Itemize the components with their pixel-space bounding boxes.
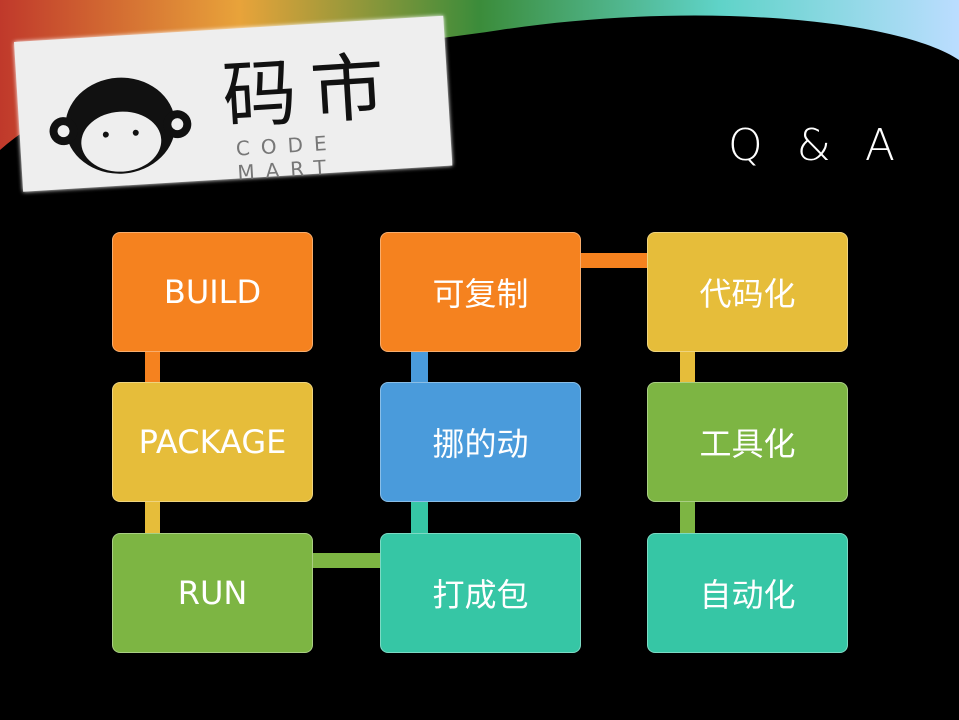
connector xyxy=(411,500,428,535)
box-copyable: 可复制 xyxy=(380,232,581,352)
code-mart-logo: 码市 CODE MART xyxy=(14,15,453,192)
box-build: BUILD xyxy=(112,232,313,352)
box-code: 代码化 xyxy=(647,232,848,352)
connector xyxy=(311,553,382,568)
box-run: RUN xyxy=(112,533,313,653)
box-movable: 挪的动 xyxy=(380,382,581,502)
box-automation: 自动化 xyxy=(647,533,848,653)
connector xyxy=(145,350,160,384)
box-packaged: 打成包 xyxy=(380,533,581,653)
slide-title: Q & A xyxy=(728,120,906,171)
monkey-icon xyxy=(49,77,192,174)
box-tooling: 工具化 xyxy=(647,382,848,502)
connector xyxy=(578,253,649,268)
connector xyxy=(411,350,428,384)
connector xyxy=(680,350,695,384)
box-package: PACKAGE xyxy=(112,382,313,502)
logo-chinese-text: 码市 xyxy=(220,43,402,141)
connector xyxy=(145,500,160,535)
connector xyxy=(680,500,695,535)
